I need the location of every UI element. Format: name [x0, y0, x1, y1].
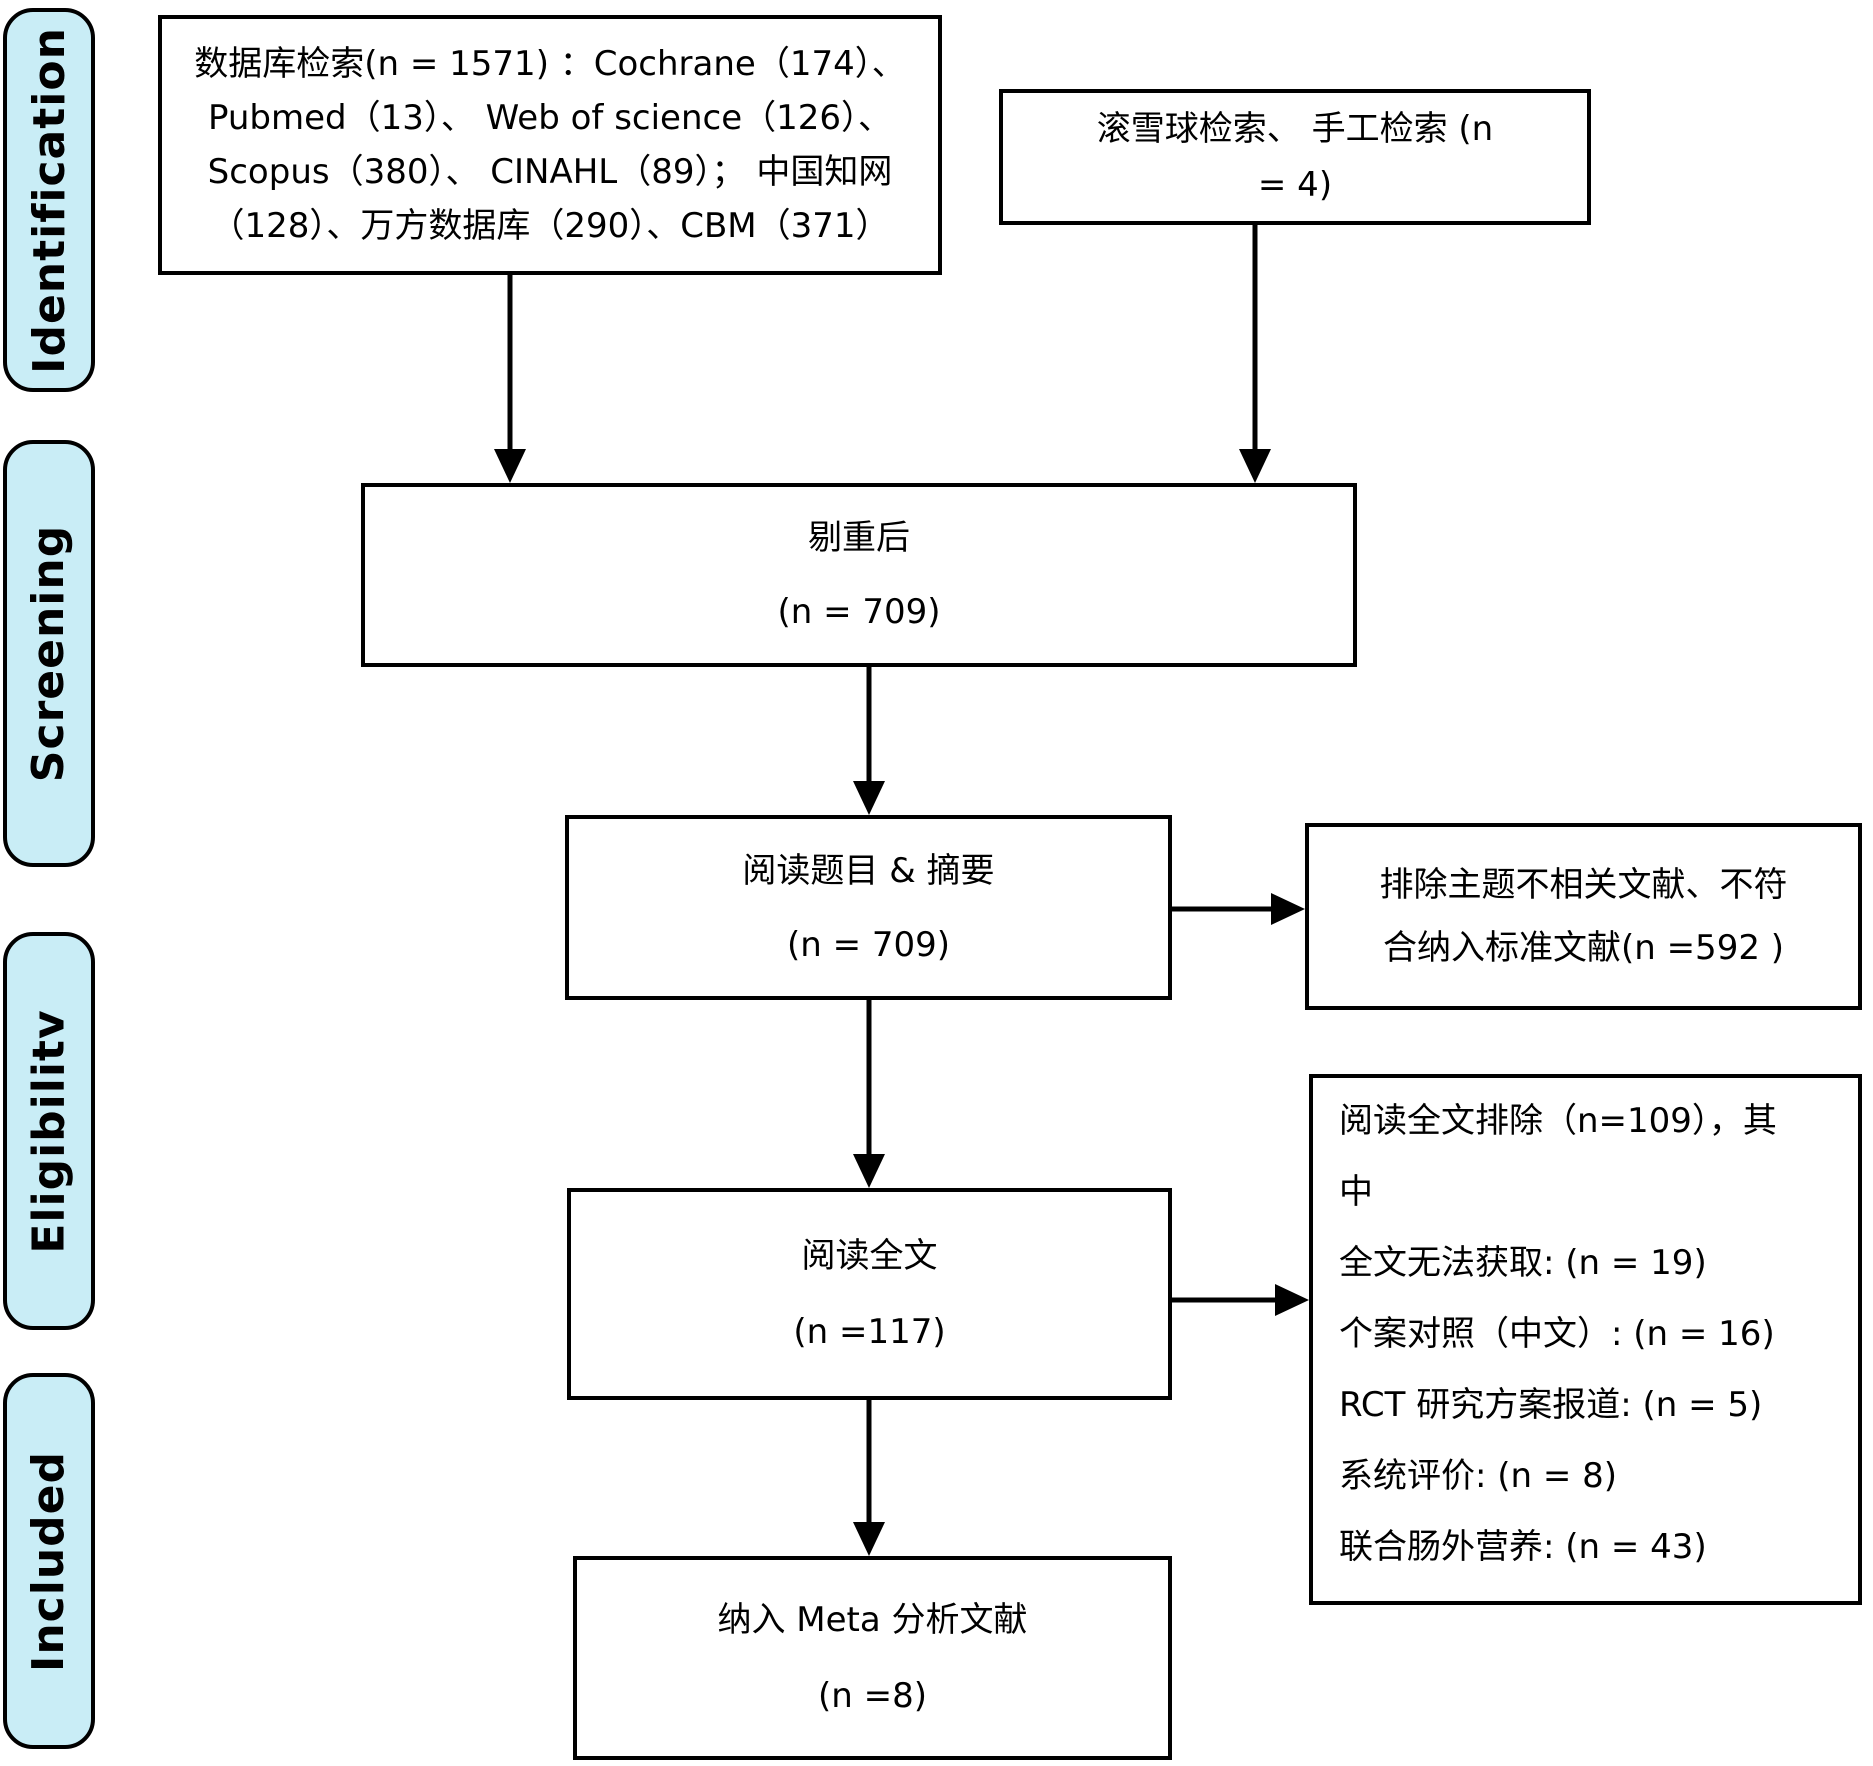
stage-label-eligibility-text: Eligibilitv	[23, 1008, 75, 1254]
box-line: 滚雪球检索、 手工检索 (n	[1096, 109, 1494, 149]
box-line: (n = 709)	[786, 924, 951, 965]
box-line: 阅读全文	[801, 1236, 938, 1276]
arrow-snowball-to-dedup	[1239, 225, 1271, 483]
box-included-meta-analysis: 纳入 Meta 分析文献 (n =8)	[573, 1556, 1172, 1760]
arrow-title-abstract-to-fulltext	[853, 1000, 885, 1188]
box-line: （128）、万方数据库（290）、CBM（371）	[210, 206, 890, 246]
box-line: 数据库检索(n = 1571) ：Cochrane（174）、	[194, 44, 906, 84]
box-line: 阅读题目 & 摘要	[742, 850, 995, 891]
box-fulltext-review: 阅读全文 (n =117)	[567, 1188, 1172, 1400]
box-line: = 4)	[1257, 165, 1333, 205]
box-database-search: 数据库检索(n = 1571) ：Cochrane（174）、 Pubmed（1…	[158, 15, 942, 275]
box-line: 系统评价: (n = 8)	[1339, 1456, 1618, 1496]
box-line: Pubmed（13）、 Web of science（126）、	[207, 98, 893, 138]
stage-label-included: Included	[3, 1373, 95, 1749]
arrow-dedup-to-title-abstract	[853, 667, 885, 815]
stage-label-screening-text: Screening	[23, 524, 75, 783]
box-line: 排除主题不相关文献、不符	[1379, 864, 1788, 905]
stage-label-eligibility: Eligibilitv	[3, 932, 95, 1330]
box-line: 中	[1339, 1172, 1373, 1212]
box-excluded-title-abstract: 排除主题不相关文献、不符 合纳入标准文献(n =592 )	[1305, 823, 1862, 1010]
stage-label-identification: Identification	[3, 8, 95, 392]
stage-label-included-text: Included	[23, 1450, 75, 1672]
box-snowball-search: 滚雪球检索、 手工检索 (n = 4)	[999, 89, 1591, 225]
arrow-fulltext-to-meta	[853, 1400, 885, 1556]
stage-label-screening: Screening	[3, 440, 95, 867]
box-line: RCT 研究方案报道: (n = 5)	[1339, 1385, 1763, 1425]
arrow-title-abstract-to-exclusion	[1172, 893, 1305, 925]
arrow-fulltext-to-exclusion	[1172, 1284, 1309, 1316]
box-deduplicated: 剔重后 (n = 709)	[361, 483, 1357, 667]
box-excluded-fulltext: 阅读全文排除（n=109），其 中 全文无法获取: (n = 19) 个案对照（…	[1309, 1074, 1862, 1605]
box-line: 全文无法获取: (n = 19)	[1339, 1243, 1707, 1283]
arrow-database-to-dedup	[494, 275, 526, 483]
box-line: (n = 709)	[777, 592, 941, 632]
box-title-abstract-screening: 阅读题目 & 摘要 (n = 709)	[565, 815, 1172, 1000]
box-line: 剔重后	[808, 518, 910, 558]
box-line: 阅读全文排除（n=109），其	[1339, 1101, 1777, 1141]
box-line: 联合肠外营养: (n = 43)	[1339, 1527, 1707, 1567]
box-line: (n =117)	[793, 1312, 946, 1352]
box-line: (n =8)	[817, 1676, 927, 1716]
box-line: Scopus（380）、 CINAHL（89）； 中国知网	[207, 152, 893, 192]
box-line: 个案对照（中文）: (n = 16)	[1339, 1314, 1775, 1354]
box-line: 纳入 Meta 分析文献	[717, 1600, 1028, 1640]
stage-label-identification-text: Identification	[23, 26, 75, 374]
box-line: 合纳入标准文献(n =592 )	[1382, 927, 1785, 968]
